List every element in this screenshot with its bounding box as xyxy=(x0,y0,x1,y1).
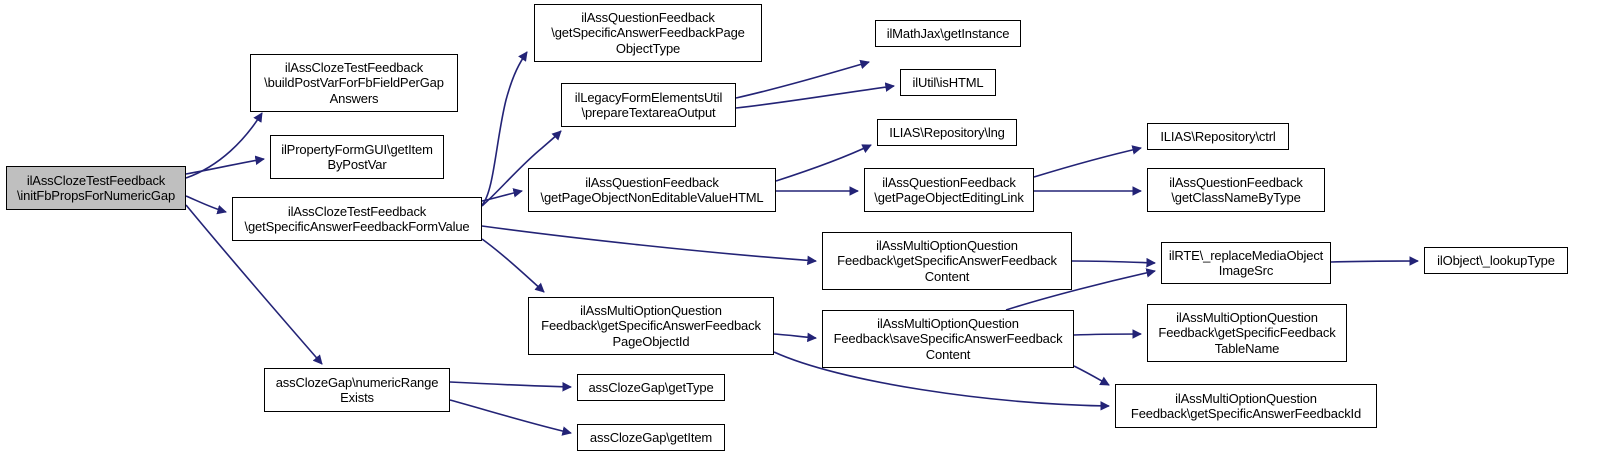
call-edge xyxy=(449,381,572,392)
graph-node-isHTML[interactable]: ilUtil\isHTML xyxy=(900,69,996,96)
call-edge xyxy=(185,155,265,175)
call-edge xyxy=(449,399,572,436)
call-edge xyxy=(1071,257,1156,268)
graph-node-label: assClozeGap\getType xyxy=(588,379,714,395)
graph-node-label: ilAssMultiOptionQuestion Feedback\getSpe… xyxy=(1130,390,1362,422)
call-edge xyxy=(1033,145,1142,178)
graph-node-label: ilAssClozeTestFeedback \getSpecificAnswe… xyxy=(244,203,470,235)
graph-node-label: ilAssMultiOptionQuestion Feedback\getSpe… xyxy=(837,237,1057,284)
graph-node-label: ilAssClozeTestFeedback \buildPostVarForF… xyxy=(264,59,444,106)
graph-node-getType[interactable]: assClozeGap\getType xyxy=(577,374,725,401)
call-edge xyxy=(185,195,227,215)
call-edge xyxy=(1073,365,1110,386)
graph-node-label: ilRTE\_replaceMediaObject ImageSrc xyxy=(1168,247,1324,279)
graph-node-replaceMediaObjectImageSrc[interactable]: ilRTE\_replaceMediaObject ImageSrc xyxy=(1161,242,1331,284)
graph-node-getInstance[interactable]: ilMathJax\getInstance xyxy=(875,20,1021,47)
graph-node-getSpecificAnswerFeedbackFormValue[interactable]: ilAssClozeTestFeedback \getSpecificAnswe… xyxy=(232,197,482,241)
graph-node-buildPostVar[interactable]: ilAssClozeTestFeedback \buildPostVarForF… xyxy=(250,54,458,112)
graph-node-getSpecificAnswerFeedbackId[interactable]: ilAssMultiOptionQuestion Feedback\getSpe… xyxy=(1115,384,1377,428)
graph-node-label: ilAssMultiOptionQuestion Feedback\getSpe… xyxy=(1158,309,1336,356)
graph-node-numericRangeExists[interactable]: assClozeGap\numericRange Exists xyxy=(264,368,450,412)
graph-node-prepareTextareaOutput[interactable]: ilLegacyFormElementsUtil \prepareTextare… xyxy=(561,83,736,127)
graph-node-label: ilAssMultiOptionQuestion Feedback\saveSp… xyxy=(833,315,1063,362)
graph-node-label: ilPropertyFormGUI\getItem ByPostVar xyxy=(281,141,433,173)
call-edge xyxy=(481,238,545,293)
graph-node-label: ilAssMultiOptionQuestion Feedback\getSpe… xyxy=(541,302,761,349)
call-edge xyxy=(773,332,817,343)
call-edge xyxy=(735,82,895,109)
call-edge xyxy=(775,144,872,182)
graph-node-repositoryCtrl[interactable]: ILIAS\Repository\ctrl xyxy=(1147,123,1289,150)
graph-node-label: ilLegacyFormElementsUtil \prepareTextare… xyxy=(574,89,723,121)
graph-node-label: ILIAS\Repository\lng xyxy=(889,124,1005,140)
graph-node-saveSpecificAnswerFeedbackContent[interactable]: ilAssMultiOptionQuestion Feedback\saveSp… xyxy=(822,310,1074,368)
graph-node-getItem[interactable]: assClozeGap\getItem xyxy=(577,424,725,451)
graph-node-getSpecificFeedbackTableName[interactable]: ilAssMultiOptionQuestion Feedback\getSpe… xyxy=(1147,304,1347,362)
graph-node-repositoryLng[interactable]: ILIAS\Repository\lng xyxy=(877,119,1017,146)
graph-node-lookupType[interactable]: ilObject\_lookupType xyxy=(1424,247,1568,274)
graph-node-getSpecificAnswerFeedbackPageObjectId[interactable]: ilAssMultiOptionQuestion Feedback\getSpe… xyxy=(528,297,774,355)
graph-node-label: ilAssQuestionFeedback \getClassNameByTyp… xyxy=(1169,174,1303,206)
graph-node-getSpecificAnswerFeedbackContent[interactable]: ilAssMultiOptionQuestion Feedback\getSpe… xyxy=(822,232,1072,290)
graph-node-label: ilAssQuestionFeedback \getSpecificAnswer… xyxy=(551,9,745,56)
graph-node-label: ILIAS\Repository\ctrl xyxy=(1160,128,1276,144)
call-edge xyxy=(735,59,870,99)
call-edge xyxy=(481,225,817,266)
graph-node-label: ilAssQuestionFeedback \getPageObjectEdit… xyxy=(874,174,1024,206)
graph-node-label: ilAssClozeTestFeedback \initFbPropsForNu… xyxy=(16,172,176,204)
call-edge xyxy=(185,112,263,179)
graph-node-label: ilAssQuestionFeedback \getPageObjectNonE… xyxy=(540,174,764,206)
call-edge xyxy=(481,51,528,206)
graph-node-getItemByPostVar[interactable]: ilPropertyFormGUI\getItem ByPostVar xyxy=(270,135,444,179)
graph-node-getPageObjectNonEditableValueHTML[interactable]: ilAssQuestionFeedback \getPageObjectNonE… xyxy=(528,168,776,212)
call-edge xyxy=(1330,256,1419,266)
graph-node-label: ilObject\_lookupType xyxy=(1437,252,1555,268)
graph-node-label: assClozeGap\numericRange Exists xyxy=(275,374,439,406)
graph-node-label: ilUtil\isHTML xyxy=(912,74,984,90)
call-edge xyxy=(481,188,523,202)
graph-node-root[interactable]: ilAssClozeTestFeedback \initFbPropsForNu… xyxy=(6,166,186,210)
graph-node-label: ilMathJax\getInstance xyxy=(886,25,1010,41)
call-edge xyxy=(1073,329,1142,339)
graph-node-getClassNameByType[interactable]: ilAssQuestionFeedback \getClassNameByTyp… xyxy=(1147,168,1325,212)
graph-node-label: assClozeGap\getItem xyxy=(589,429,713,445)
graph-node-getSpecificAnswerFeedbackPageObjectType[interactable]: ilAssQuestionFeedback \getSpecificAnswer… xyxy=(534,4,762,62)
graph-node-getPageObjectEditingLink[interactable]: ilAssQuestionFeedback \getPageObjectEdit… xyxy=(864,168,1034,212)
